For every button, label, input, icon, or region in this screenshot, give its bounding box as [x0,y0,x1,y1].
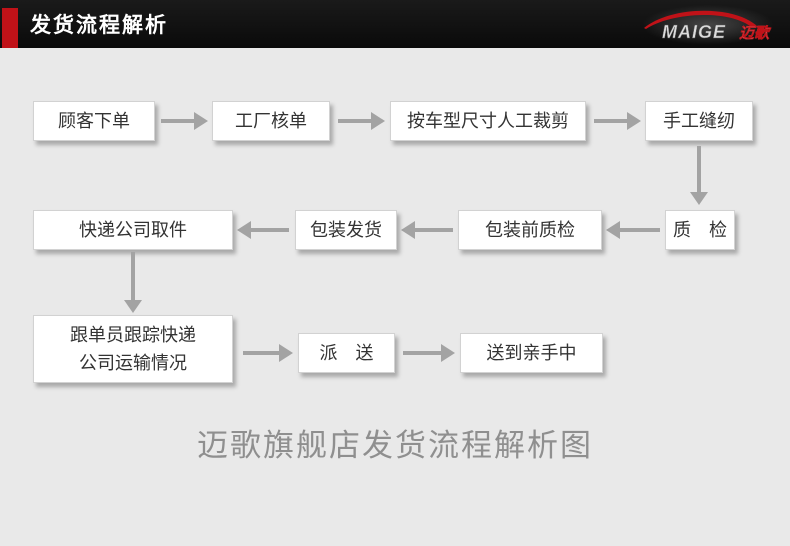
flow-node-label: 包装前质检 [485,220,575,240]
flow-node-factory-check: 工厂核单 [212,101,330,141]
flow-node-label: 按车型尺寸人工裁剪 [407,111,569,131]
logo-brand-cn-text: 迈歌 [739,25,772,42]
arrow-sewing-to-qc [690,146,708,205]
red-accent-block [2,8,18,48]
flow-node-packing-shipping: 包装发货 [295,210,397,250]
flow-node-label: 包装发货 [310,220,382,240]
arrow-tracking-to-dispatch [243,344,293,362]
header-bar: 发货流程解析 MAIGE 迈歌 [0,0,790,48]
arrow-qc-to-prepack-qc [606,221,660,239]
flow-node-hand-sewing: 手工缝纫 [645,101,753,141]
page-title: 发货流程解析 [30,14,168,37]
arrow-pickup-to-tracking [124,252,142,313]
arrow-prepack-qc-to-packing [401,221,453,239]
flow-node-quality-check: 质 检 [665,210,735,250]
car-swoosh-tail [758,27,766,32]
flow-node-prepack-qc: 包装前质检 [458,210,602,250]
flow-node-label-line2: 公司运输情况 [79,353,187,373]
flow-node-label: 手工缝纫 [663,111,735,131]
flow-node-delivered: 送到亲手中 [460,333,603,373]
flow-node-tracking: 跟单员跟踪快递 公司运输情况 [33,315,233,383]
arrow-check-to-cutting [338,112,385,130]
flow-node-courier-pickup: 快递公司取件 [33,210,233,250]
flowchart-caption: 迈歌旗舰店发货流程解析图 [197,428,593,463]
flow-node-label: 派 送 [319,343,374,363]
flow-node-dispatch: 派 送 [298,333,395,373]
arrow-order-to-factory-check [161,112,208,130]
flow-node-label: 质 检 [673,220,727,240]
arrow-packing-to-courier-pickup [237,221,289,239]
flow-node-label-line1: 跟单员跟踪快递 [70,325,196,345]
flow-node-label: 顾客下单 [58,111,130,131]
arrow-dispatch-to-delivered [403,344,455,362]
flow-node-label: 快递公司取件 [79,220,187,240]
car-swoosh-icon [644,10,758,29]
flow-node-label: 送到亲手中 [486,343,577,363]
arrow-cutting-to-sewing [594,112,641,130]
maige-logo: MAIGE 迈歌 [642,5,774,45]
logo-brand-text: MAIGE [662,22,726,42]
flow-node-label: 工厂核单 [235,111,307,131]
flow-node-customer-order: 顾客下单 [33,101,155,141]
flow-node-manual-cutting: 按车型尺寸人工裁剪 [390,101,586,141]
